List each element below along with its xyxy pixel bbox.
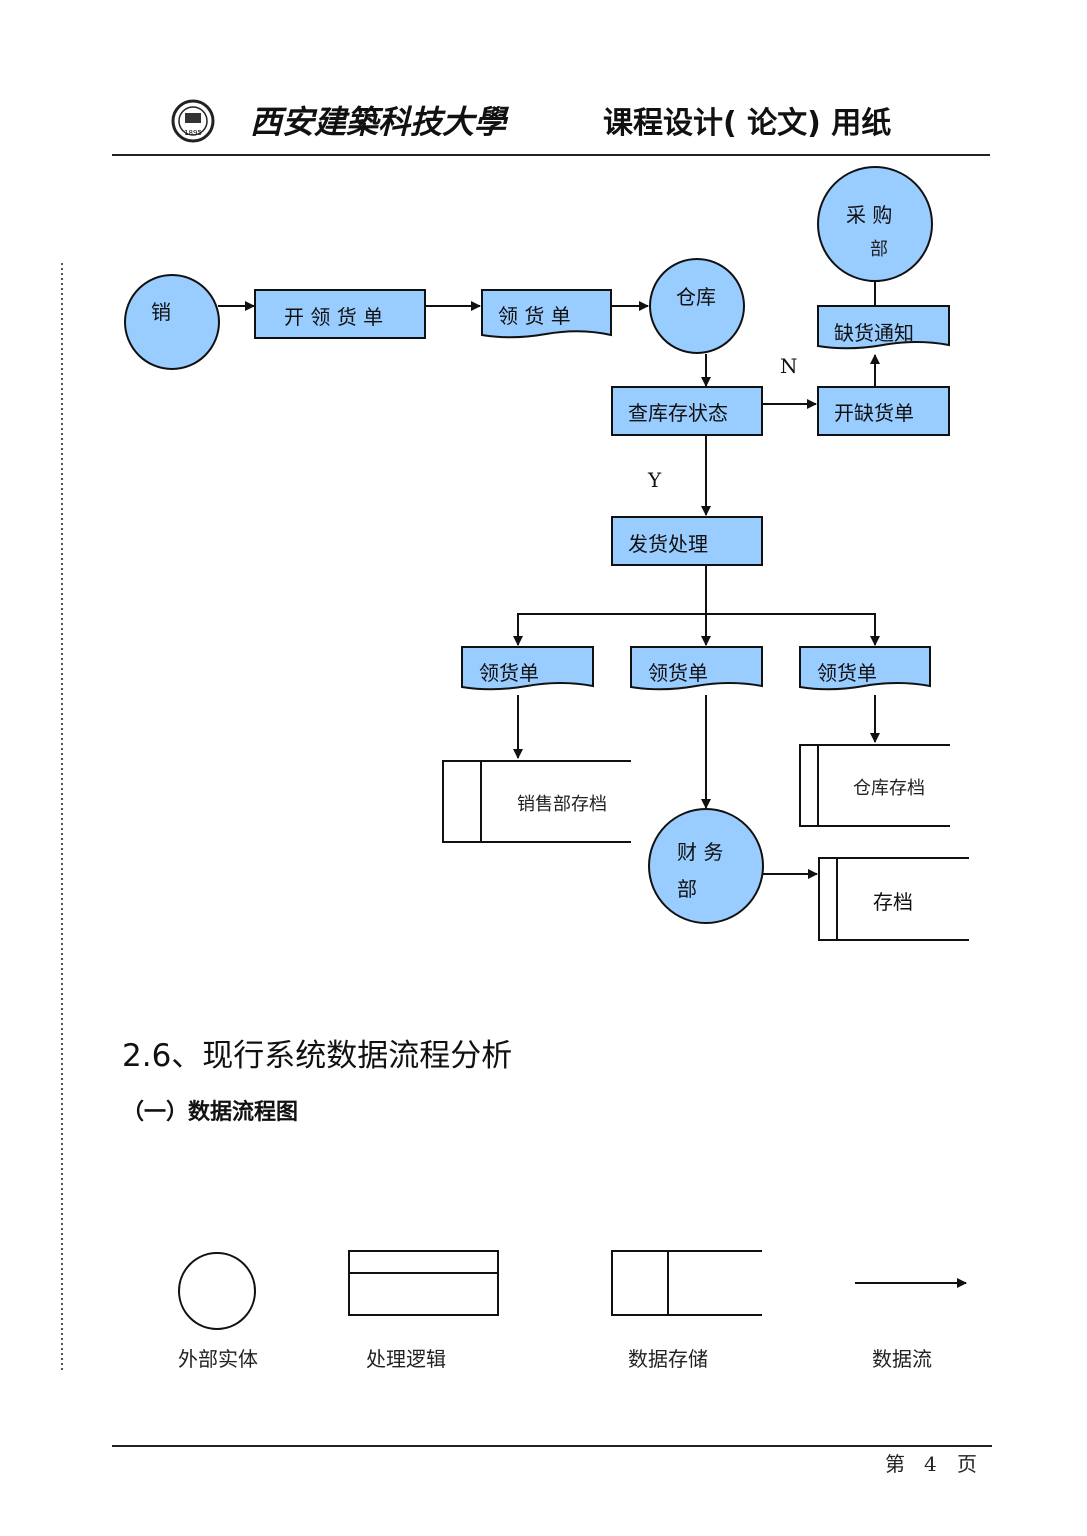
edge-label-yes: Y bbox=[647, 468, 662, 492]
document-receipt-a: 领货单 bbox=[461, 646, 594, 691]
entity-purchase: 采 购 部 bbox=[817, 166, 933, 282]
legend-external-entity-label: 外部实体 bbox=[178, 1347, 258, 1371]
store-warehouse-archive-label: 仓库存档 bbox=[853, 778, 925, 799]
legend-process: 处理逻辑 bbox=[348, 1250, 499, 1371]
process-open-shortage: 开缺货单 bbox=[817, 386, 950, 436]
edge-label-no: N bbox=[780, 354, 798, 378]
document-shortage-notice-label: 缺货通知 bbox=[834, 321, 914, 345]
store-sales-archive-label: 销售部存档 bbox=[517, 794, 607, 815]
entity-warehouse-label: 仓库 bbox=[676, 285, 716, 309]
logo-year: 1895 bbox=[184, 129, 202, 137]
store-archive: 存档 bbox=[818, 857, 969, 941]
process-open-receipt-label: 开 领 货 单 bbox=[284, 305, 383, 329]
entity-finance: 财 务 部 bbox=[648, 808, 764, 924]
connectors bbox=[218, 272, 880, 879]
page-number: 4 bbox=[924, 1452, 937, 1476]
legend-data-store: 数据存储 bbox=[611, 1250, 762, 1371]
process-open-shortage-label: 开缺货单 bbox=[834, 401, 914, 425]
legend-data-flow-label: 数据流 bbox=[872, 1347, 932, 1371]
flowchart: 销 仓库 采 购 部 财 务 部 开 领 货 单 查库存状态 开缺货单 bbox=[124, 166, 969, 941]
page-header: 1895 西安建築科技大學 课程设计( 论文) 用纸 bbox=[112, 99, 990, 156]
store-sales-archive: 销售部存档 bbox=[442, 760, 631, 843]
document-receipt-c: 领货单 bbox=[799, 646, 931, 691]
page-prefix: 第 bbox=[885, 1452, 905, 1476]
legend-external-entity: 外部实体 bbox=[178, 1252, 258, 1371]
store-warehouse-archive: 仓库存档 bbox=[799, 744, 950, 827]
flow-branch-bar bbox=[517, 613, 876, 645]
page-footer: 第 4 页 bbox=[112, 1445, 992, 1476]
legend-data-store-label: 数据存储 bbox=[628, 1347, 708, 1371]
document-receipt-b-label: 领货单 bbox=[648, 661, 708, 685]
process-shipping-label: 发货处理 bbox=[628, 532, 708, 556]
document-receipt-a-label: 领货单 bbox=[479, 661, 539, 685]
entity-warehouse: 仓库 bbox=[649, 258, 745, 354]
document-receipt-c-label: 领货单 bbox=[817, 661, 877, 685]
entity-sales: 销 bbox=[124, 274, 220, 370]
document-receipt: 领 货 单 bbox=[481, 289, 612, 339]
page-suffix: 页 bbox=[957, 1452, 977, 1476]
section-subheading: （一）数据流程图 bbox=[122, 1099, 298, 1125]
document-shortage-notice: 缺货通知 bbox=[817, 305, 950, 350]
entity-purchase-label-2: 部 bbox=[870, 239, 888, 260]
process-check-stock: 查库存状态 bbox=[611, 386, 763, 436]
process-open-receipt: 开 领 货 单 bbox=[254, 289, 426, 339]
entity-sales-label: 销 bbox=[151, 300, 171, 324]
section-heading: 2.6、现行系统数据流程分析 bbox=[122, 1038, 512, 1074]
legend-data-flow: 数据流 bbox=[855, 1278, 967, 1371]
document-receipt-label: 领 货 单 bbox=[498, 304, 571, 328]
entity-purchase-label-1: 采 购 bbox=[846, 203, 892, 227]
store-archive-label: 存档 bbox=[873, 890, 913, 914]
legend-process-label: 处理逻辑 bbox=[366, 1347, 446, 1371]
university-logo: 1895 bbox=[171, 99, 215, 143]
paper-title: 课程设计( 论文) 用纸 bbox=[603, 106, 891, 141]
document-receipt-b: 领货单 bbox=[630, 646, 763, 691]
process-shipping: 发货处理 bbox=[611, 516, 763, 566]
entity-finance-label-1: 财 务 bbox=[677, 840, 723, 864]
university-name: 西安建築科技大學 bbox=[250, 103, 510, 141]
entity-finance-label-2: 部 bbox=[677, 877, 697, 901]
process-check-stock-label: 查库存状态 bbox=[628, 401, 728, 425]
legend: 外部实体 处理逻辑 数据存储 数据流 bbox=[178, 1250, 967, 1371]
